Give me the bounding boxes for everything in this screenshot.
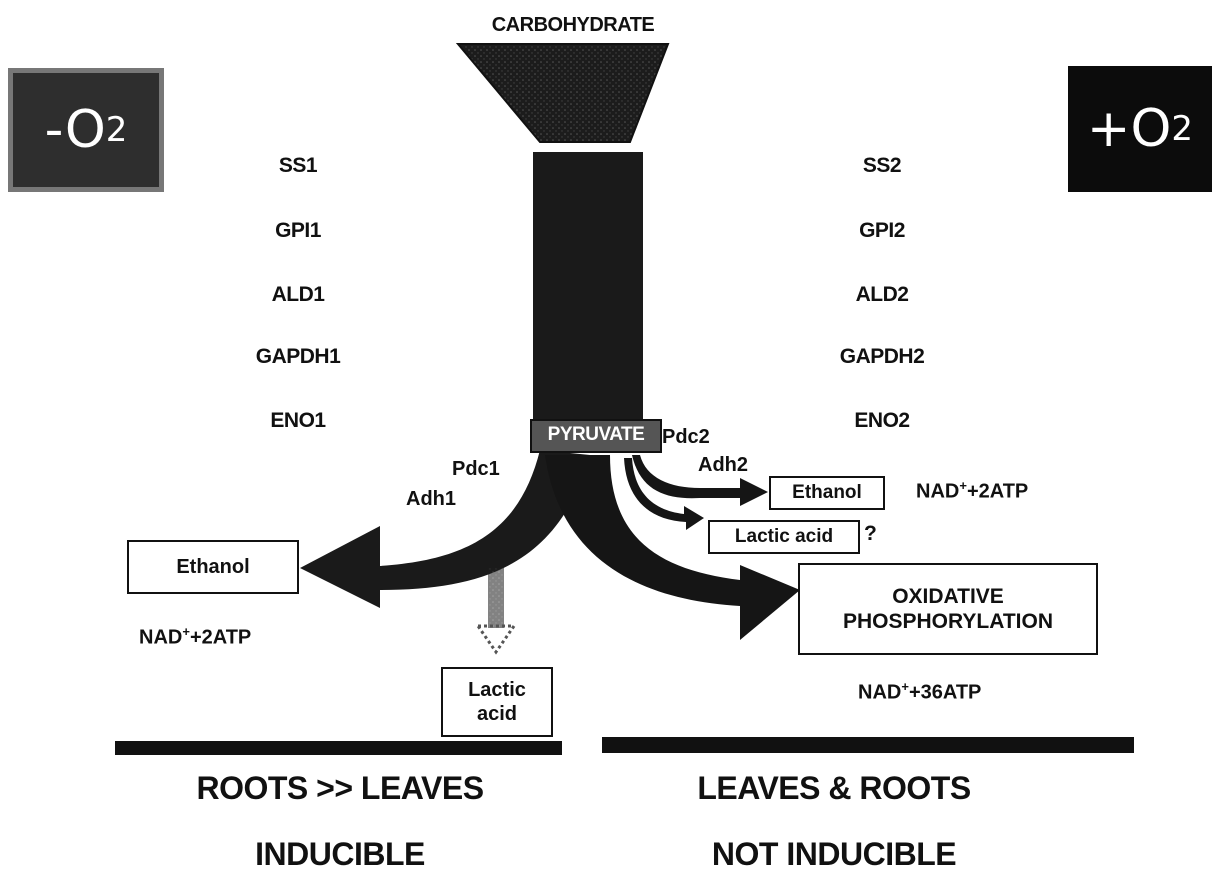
left-ethanol-energy: NAD++2ATP [139,624,251,650]
left-divider-bar [115,741,562,755]
aerobic-label: +O [1087,99,1172,159]
left-ethanol-label: Ethanol [176,555,249,579]
enzyme-left-2: GPI1 [218,219,378,243]
right-energy-prefix: NAD [916,481,959,503]
right-energy-sup: + [959,478,967,493]
pyruvate-label: PYRUVATE [531,424,661,446]
enzyme-right-3: ALD2 [802,283,962,307]
left-energy-suffix: +2ATP [190,627,251,649]
adh2-label: Adh2 [698,454,748,477]
anaerobic-label: -O [45,100,106,160]
left-ethanol-arrow [300,450,590,608]
left-lactic-box: Lactic acid [441,667,553,737]
footer-left-line1: ROOTS >> LEAVES [120,770,560,807]
right-ethanol-energy: NAD++2ATP [916,478,1028,504]
right-lactic-box: Lactic acid [708,520,860,554]
footer-right-line1: LEAVES & ROOTS [604,770,1064,807]
left-lactic-label: Lactic acid [449,678,545,726]
pdc1-label: Pdc1 [452,458,500,481]
aerobic-subscript: 2 [1171,109,1193,149]
oxphos-box: OXIDATIVE PHOSPHORYLATION [798,563,1098,655]
enzyme-left-4: GAPDH1 [218,345,378,369]
enzyme-right-1: SS2 [802,154,962,178]
oxphos-line1: OXIDATIVE [892,584,1004,609]
left-ethanol-box: Ethanol [127,540,299,594]
right-ethanol-box: Ethanol [769,476,885,510]
left-lactic-arrow [478,568,514,652]
adh1-label: Adh1 [406,488,456,511]
carbohydrate-label: CARBOHYDRATE [478,14,668,37]
left-energy-prefix: NAD [139,627,182,649]
right-lactic-question: ? [864,522,877,546]
pdc2-label: Pdc2 [662,426,710,449]
anaerobic-subscript: 2 [106,110,128,150]
carbohydrate-funnel [458,44,668,142]
glycolysis-trunk [533,152,643,452]
enzyme-right-4: GAPDH2 [802,345,962,369]
enzyme-right-2: GPI2 [802,219,962,243]
enzyme-left-3: ALD1 [218,283,378,307]
oxphos-energy-suffix: +36ATP [909,682,981,704]
footer-right-line2: NOT INDUCIBLE [604,836,1064,873]
left-energy-sup: + [182,624,190,639]
right-divider-bar [602,737,1134,753]
enzyme-left-1: SS1 [218,154,378,178]
footer-left-line2: INDUCIBLE [120,836,560,873]
enzyme-right-5: ENO2 [802,409,962,433]
right-lactic-label: Lactic acid [735,526,833,549]
enzyme-left-5: ENO1 [218,409,378,433]
oxphos-energy-prefix: NAD [858,682,901,704]
right-energy-suffix: +2ATP [967,481,1028,503]
oxphos-energy-sup: + [901,679,909,694]
oxphos-line2: PHOSPHORYLATION [843,609,1053,634]
oxphos-energy: NAD++36ATP [858,679,981,705]
right-ethanol-label: Ethanol [792,482,862,505]
